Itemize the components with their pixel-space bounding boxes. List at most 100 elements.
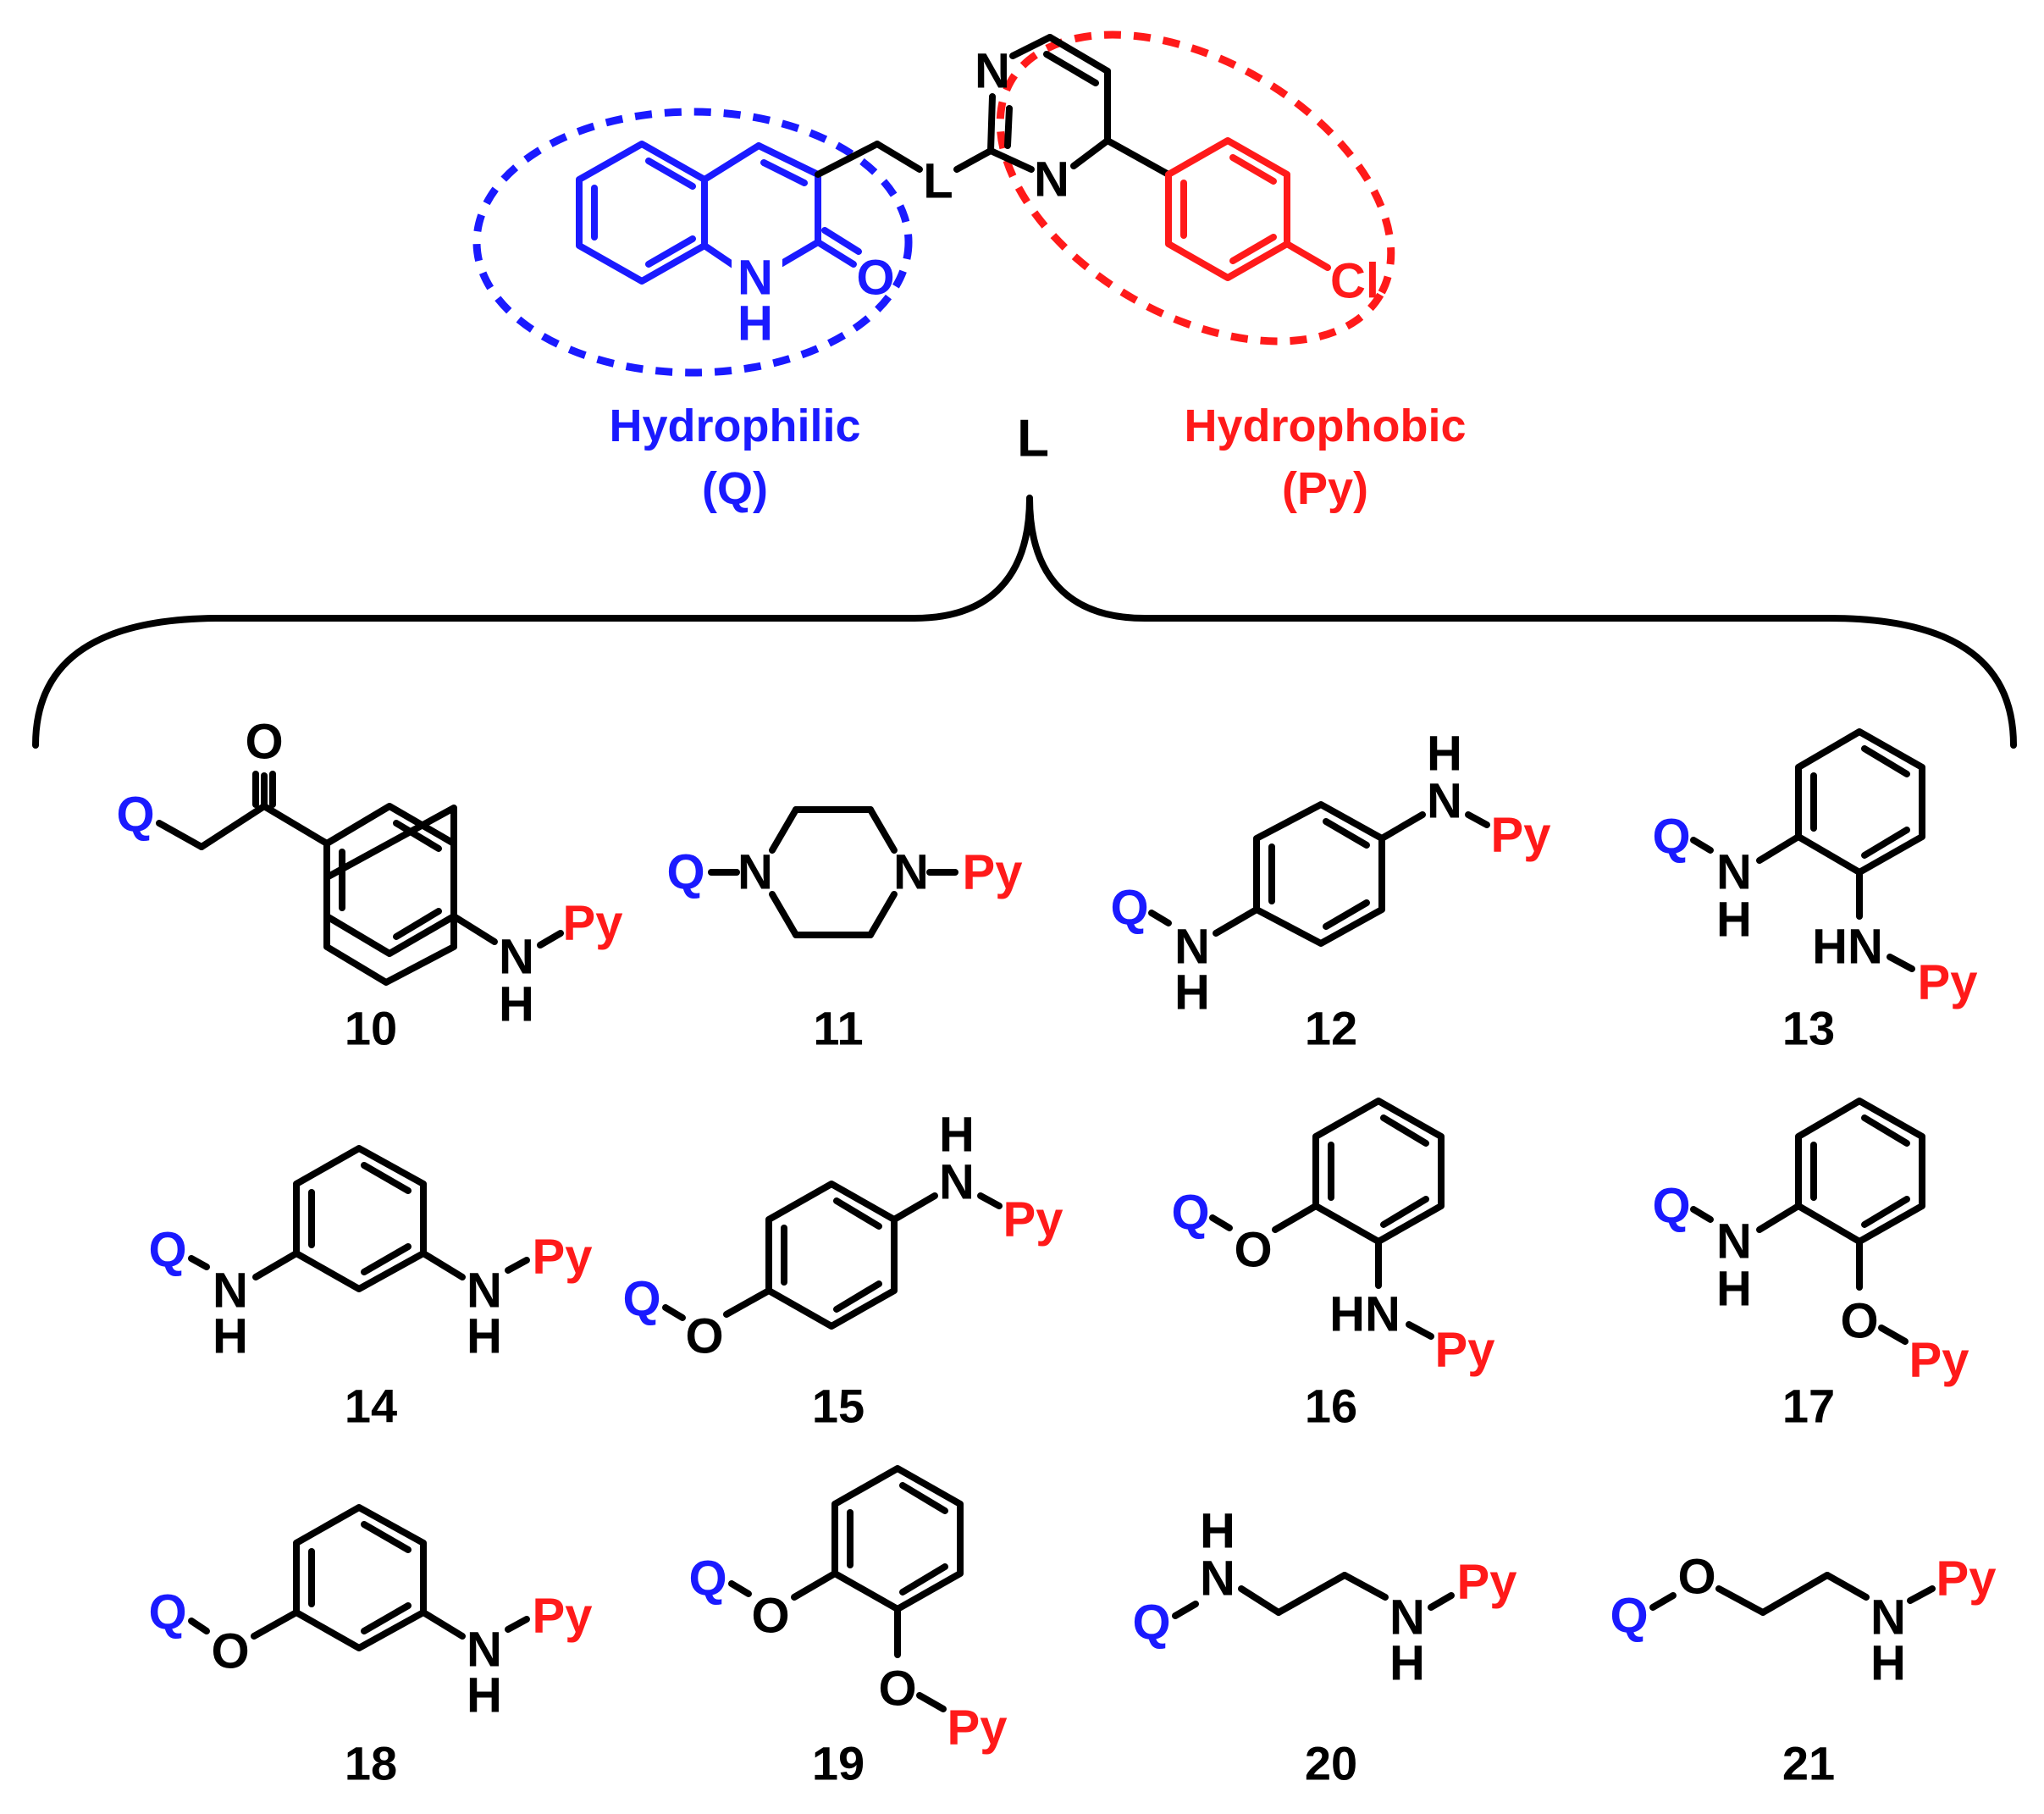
compound-12-nh2-n: N [1174, 920, 1210, 975]
compound-14-structure [188, 1145, 530, 1292]
compound-10-label: 10 [345, 1002, 397, 1055]
compound-16-hn: HN [1329, 1287, 1400, 1342]
compound-11-structure [708, 806, 958, 938]
compound-12-py-label: Py [1491, 808, 1551, 863]
compound-18-nh-h: H [467, 1668, 502, 1723]
compound-12-nh1-h: H [1427, 727, 1462, 782]
compound-17-label: 17 [1782, 1380, 1835, 1433]
compound-20-nh2-n: N [1389, 1590, 1425, 1645]
compound-20-nh1-n: N [1200, 1551, 1235, 1607]
linker-bonds [815, 141, 994, 178]
chlorine-atom: Cl [1330, 254, 1379, 309]
compound-12-nh2-h: H [1174, 965, 1210, 1020]
compound-17-nh-n: N [1716, 1214, 1752, 1269]
compound-16-q-label: Q [1171, 1186, 1209, 1241]
compound-18-structure [188, 1504, 530, 1651]
compound-13-nh-h: H [1716, 893, 1752, 948]
compound-17-py-label: Py [1909, 1333, 1969, 1388]
compound-13-label: 13 [1782, 1002, 1835, 1055]
compound-17-q-label: Q [1652, 1179, 1690, 1234]
compound-14-nh2-n: N [467, 1264, 502, 1319]
compound-11-n1: N [737, 845, 773, 900]
compound-16-structure [1209, 1098, 1445, 1340]
compound-19-label: 19 [812, 1737, 865, 1790]
compound-14-py-label: Py [533, 1230, 593, 1285]
compound-14-nh1-n: N [213, 1264, 248, 1319]
compound-20-q-label: Q [1132, 1596, 1170, 1651]
compound-12-label: 12 [1305, 1002, 1357, 1055]
compound-20-label: 20 [1305, 1737, 1357, 1790]
compound-15-label: 15 [812, 1380, 865, 1433]
compound-20-nh1-h: H [1200, 1504, 1235, 1559]
quinolinone-structure [576, 141, 862, 285]
lead-scaffold: N H O L N N [472, 30, 1467, 514]
compound-10-nh-n: N [499, 930, 534, 985]
compound-19-py-label: Py [947, 1701, 1008, 1756]
ring-nitrogen: N [737, 251, 773, 306]
compound-14-nh2-h: H [467, 1309, 502, 1364]
compound-12-structure [1148, 801, 1490, 947]
compound-15-nh-n: N [939, 1155, 975, 1210]
compound-14-nh1-h: H [213, 1309, 248, 1364]
compound-13-structure [1690, 728, 1925, 972]
compound-14-label: 14 [345, 1380, 397, 1433]
pyrimidine-structure [987, 34, 1172, 178]
compound-17-nh-h: H [1716, 1262, 1752, 1317]
compound-13-nh-n: N [1716, 845, 1752, 900]
compound-11-py-label: Py [963, 845, 1023, 900]
pyrimidine-nitrogen-1: N [975, 44, 1010, 99]
compound-11-q-label: Q [666, 845, 704, 900]
compound-21-py-label: Py [1936, 1551, 1997, 1607]
compound-12-q-label: Q [1110, 881, 1148, 936]
compound-13-py-label: Py [1918, 955, 1978, 1010]
compound-18-oxygen: O [211, 1624, 249, 1679]
compound-17-oxygen: O [1840, 1294, 1878, 1349]
compound-11-label: 11 [813, 1002, 863, 1055]
compound-12-nh1-n: N [1427, 774, 1462, 829]
compound-21-structure [1649, 1572, 1936, 1616]
compound-21-nh-n: N [1870, 1590, 1906, 1645]
compound-15-py-label: Py [1003, 1192, 1063, 1247]
compound-19-q-label: Q [688, 1551, 726, 1607]
compound-10-carbonyl-oxygen: O [245, 715, 283, 770]
hydrophobic-region-outline [996, 30, 1395, 346]
compound-16-oxygen: O [1234, 1223, 1272, 1278]
linker-atom-label: L [923, 154, 953, 209]
compound-21-nh-h: H [1870, 1636, 1906, 1691]
compound-18-q-label: Q [148, 1585, 186, 1640]
compound-10-nh-h: H [499, 977, 534, 1032]
compound-21-q-label: Q [1610, 1589, 1648, 1644]
compound-10-q-label: Q [116, 788, 154, 843]
compound-15-q-label: Q [622, 1272, 660, 1327]
carbonyl-oxygen: O [856, 251, 894, 306]
compound-14-q-label: Q [148, 1223, 186, 1278]
hydrophobic-abbreviation: (Py) [1282, 463, 1368, 514]
compound-18-label: 18 [345, 1737, 397, 1790]
compound-11-n4: N [893, 845, 929, 900]
compound-13-hn: HN [1812, 920, 1883, 975]
hydrophobic-title: Hydrophobic [1185, 401, 1467, 451]
compound-19-oxygen-2: O [878, 1662, 916, 1717]
compound-17-structure [1690, 1098, 1925, 1345]
compound-10-py-label: Py [563, 896, 623, 951]
compound-16-py-label: Py [1435, 1323, 1495, 1378]
compound-20-structure [1172, 1572, 1455, 1619]
pyrimidine-nitrogen-3: N [1034, 152, 1069, 207]
chlorophenyl-structure [1165, 137, 1331, 281]
hydrophilic-region-outline [472, 108, 913, 377]
compound-18-py-label: Py [533, 1589, 593, 1644]
compound-21-oxygen: O [1677, 1550, 1715, 1605]
hydrophilic-abbreviation: (Q) [702, 463, 768, 514]
compound-20-nh2-h: H [1389, 1636, 1425, 1691]
compound-15-oxygen: O [685, 1309, 723, 1364]
compound-18-nh-n: N [467, 1623, 502, 1678]
linker-title: L [1017, 410, 1049, 468]
compound-20-py-label: Py [1457, 1555, 1517, 1610]
compound-21-label: 21 [1782, 1737, 1835, 1790]
hydrophilic-title: Hydrophilic [609, 401, 860, 451]
compound-19-oxygen-1: O [751, 1589, 789, 1644]
compound-15-structure [662, 1181, 1003, 1330]
compound-19-structure [728, 1465, 964, 1712]
linker-variation-brace [32, 495, 2017, 749]
